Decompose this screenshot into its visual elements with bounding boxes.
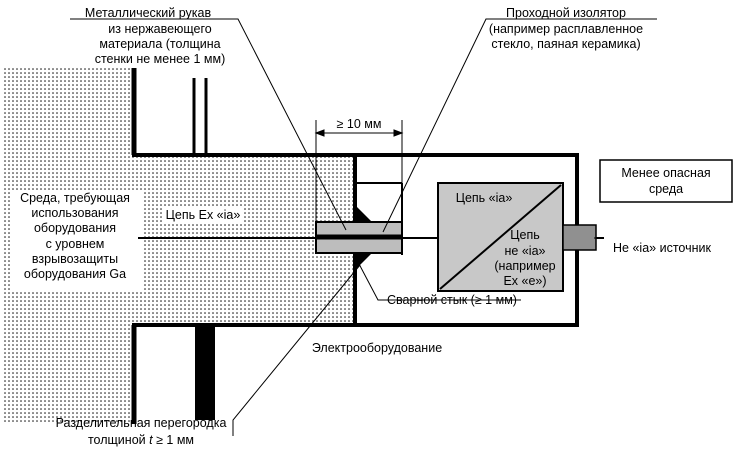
circuit-ia-label: Цепь «ia»: [456, 191, 513, 205]
less-hazardous-box: [599, 159, 733, 203]
partition-var: t: [149, 433, 153, 447]
environment-line3: оборудования: [34, 221, 116, 235]
less-hazardous-line2: среда: [649, 182, 683, 196]
circuit-non-ia-line3: (например: [494, 259, 555, 273]
weld-top: [355, 205, 372, 222]
label-partition: Разделительная перегородка толщиной t ≥ …: [56, 416, 227, 447]
connector-block: [562, 224, 597, 251]
partition-suffix: ≥ 1 мм: [153, 433, 194, 447]
circuit-exia-label-bg: [162, 206, 244, 223]
equipment-label: Электрооборудование: [312, 341, 442, 355]
environment-line2: использования: [31, 206, 118, 220]
circuit-non-ia-line4: Ex «e»): [503, 274, 546, 288]
circuit-box: [437, 182, 564, 292]
environment-label-bg: [10, 190, 142, 290]
circuit-exia-label: Цепь Ex «ia»: [166, 208, 241, 222]
bushing-line1: Проходной изолятор: [506, 6, 626, 20]
metal-sleeve-line3: материала (толщина: [99, 37, 220, 51]
less-hazardous-line1: Менее опасная: [621, 166, 710, 180]
environment-line4: с уровнем: [46, 237, 105, 251]
partition-prefix: толщиной: [88, 433, 149, 447]
metal-sleeve-line1: Металлический рукав: [85, 6, 212, 20]
dimension-10mm: [314, 120, 404, 222]
metal-sleeve-line2: из нержавеющего: [108, 22, 212, 36]
label-less-hazardous: Менее опасная среда: [621, 166, 710, 196]
partition-bar: [195, 325, 215, 420]
partition-line1: Разделительная перегородка: [56, 416, 227, 430]
environment-line5: взрывозащиты: [32, 252, 118, 266]
environment-line6: оборудования Ga: [24, 267, 126, 281]
circuit-non-ia-line2: не «ia»: [505, 244, 546, 258]
bushing-line3: стекло, паяная керамика): [491, 37, 640, 51]
environment-line1: Среда, требующая: [20, 191, 130, 205]
partition-line2: толщиной t ≥ 1 мм: [88, 433, 194, 447]
circuit-non-ia-line1: Цепь: [510, 228, 539, 242]
label-environment: Среда, требующая использования оборудова…: [20, 191, 130, 281]
metal-sleeve-line4: стенки не менее 1 мм): [95, 52, 226, 66]
label-metal-sleeve: Металлический рукав из нержавеющего мате…: [85, 6, 225, 66]
bushing-line2: (например расплавленное: [489, 22, 643, 36]
leader-lines: [70, 18, 657, 436]
distance-label: ≥ 10 мм: [337, 117, 382, 131]
label-circuit-non-ia: Цепь не «ia» (например Ex «e»): [494, 228, 555, 288]
weld-label: Сварной стык (≥ 1 мм): [387, 293, 517, 307]
non-ia-source-label: Не «ia» источник: [613, 241, 711, 255]
top-nozzle: [192, 78, 208, 155]
label-bushing: Проходной изолятор (например расплавленн…: [489, 6, 643, 51]
vessel-walls: [131, 68, 356, 424]
